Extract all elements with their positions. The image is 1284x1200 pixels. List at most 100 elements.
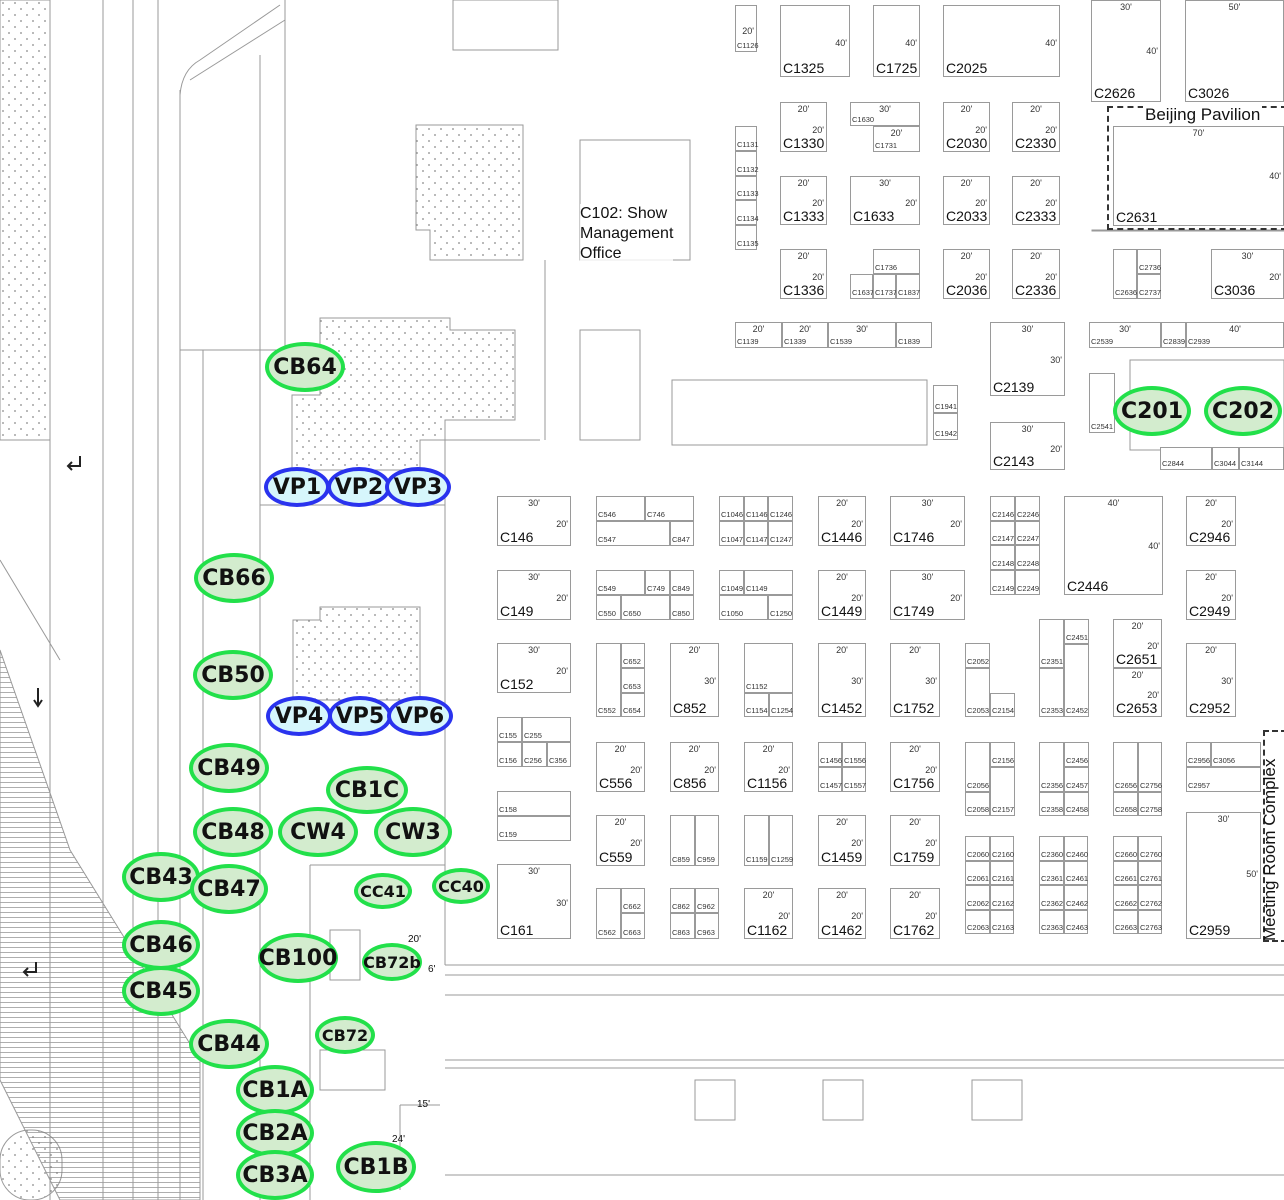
booth-c2460[interactable]: C2460 — [1064, 836, 1088, 861]
booth-c2763[interactable]: C2763 — [1138, 909, 1162, 934]
booth-c863[interactable]: C863 — [670, 913, 695, 939]
booth-c2146[interactable]: C2146 — [990, 496, 1015, 521]
booth-c2246[interactable]: C2246 — [1015, 496, 1040, 521]
booth-c2249[interactable]: C2249 — [1015, 570, 1040, 595]
booth-c2358[interactable]: C2358 — [1039, 792, 1064, 816]
location-marker-cb100[interactable]: CB100 — [258, 933, 338, 983]
booth-c2162[interactable]: C2162 — [990, 885, 1014, 910]
booth-c1131[interactable]: C1131 — [735, 126, 759, 151]
booth-c653[interactable]: C653 — [621, 668, 645, 693]
booth-c1736[interactable]: C1736 — [873, 249, 920, 274]
booth-c963[interactable]: C963 — [695, 913, 719, 939]
booth-c2063[interactable]: C2063 — [965, 909, 990, 934]
booth-c2353[interactable]: C2353 — [1039, 668, 1064, 717]
booth-c1133[interactable]: C1133 — [735, 176, 759, 200]
booth-c849[interactable]: C849 — [670, 570, 694, 595]
location-marker-cb45[interactable]: CB45 — [122, 966, 200, 1016]
booth-c2758[interactable]: C2758 — [1138, 792, 1162, 816]
booth-c2760[interactable]: C2760 — [1138, 836, 1162, 861]
booth-c746[interactable]: C746 — [645, 496, 694, 521]
location-marker-cb1a[interactable]: CB1A — [236, 1065, 314, 1115]
booth-c2662[interactable]: C2662 — [1113, 885, 1138, 910]
booth-c3056[interactable]: C3056 — [1211, 742, 1261, 767]
booth-c1132[interactable]: C1132 — [735, 151, 759, 176]
booth-c550[interactable]: C550 — [596, 595, 621, 620]
booth-c1049[interactable]: C1049 — [719, 570, 744, 595]
booth-c1152[interactable]: C1152 — [744, 643, 793, 693]
booth-c2062[interactable]: C2062 — [965, 885, 990, 910]
booth-c3044[interactable]: C3044 — [1212, 447, 1239, 470]
booth-c2452[interactable]: C2452 — [1064, 644, 1089, 717]
booth-c1941[interactable]: C1941 — [933, 385, 958, 413]
booth-c155[interactable]: C155 — [497, 717, 522, 742]
booth-c2461[interactable]: C2461 — [1064, 860, 1088, 885]
booth-c1050[interactable]: C1050 — [719, 595, 768, 620]
booth-c859[interactable]: C859 — [670, 815, 695, 866]
booth-c847[interactable]: C847 — [670, 521, 694, 546]
location-marker-cc41[interactable]: CC41 — [354, 873, 412, 909]
booth-c2456[interactable]: C2456 — [1064, 742, 1089, 767]
booth-c1456[interactable]: C1456 — [818, 742, 842, 767]
booth-c3144[interactable]: C3144 — [1239, 447, 1284, 470]
booth-c2147[interactable]: C2147 — [990, 521, 1015, 545]
booth-c1146[interactable]: C1146 — [744, 496, 768, 521]
booth-c356[interactable]: C356 — [547, 742, 571, 767]
location-marker-cb49[interactable]: CB49 — [189, 743, 269, 793]
booth-c1246[interactable]: C1246 — [768, 496, 793, 521]
location-marker-cb2a[interactable]: CB2A — [236, 1109, 314, 1157]
booth-c650[interactable]: C650 — [621, 595, 670, 620]
location-marker-cw4[interactable]: CW4 — [278, 807, 358, 857]
booth-c2737[interactable]: C2737 — [1137, 274, 1161, 299]
booth-c2660[interactable]: C2660 — [1113, 836, 1138, 861]
booth-c2457[interactable]: C2457 — [1064, 767, 1089, 792]
booth-c1942[interactable]: C1942 — [933, 413, 958, 440]
booth-c1047[interactable]: C1047 — [719, 521, 744, 546]
booth-c2163[interactable]: C2163 — [990, 909, 1014, 934]
booth-c2157[interactable]: C2157 — [990, 767, 1015, 816]
booth-c2061[interactable]: C2061 — [965, 860, 990, 885]
location-marker-cb1b[interactable]: CB1B — [336, 1141, 416, 1193]
booth-c547[interactable]: C547 — [596, 521, 670, 546]
location-marker-vp4[interactable]: VP4 — [266, 696, 332, 736]
booth-c2661[interactable]: C2661 — [1113, 860, 1138, 885]
location-marker-cb48[interactable]: CB48 — [193, 807, 273, 857]
location-marker-cb3a[interactable]: CB3A — [236, 1150, 314, 1200]
booth-c2060[interactable]: C2060 — [965, 836, 990, 861]
location-marker-vp3[interactable]: VP3 — [385, 467, 451, 507]
booth-c2458[interactable]: C2458 — [1064, 792, 1089, 816]
booth-c156[interactable]: C156 — [497, 742, 522, 767]
location-marker-cb66[interactable]: CB66 — [194, 553, 274, 603]
location-marker-cb64[interactable]: CB64 — [265, 342, 345, 392]
booth-c562[interactable]: C562 — [596, 888, 621, 939]
location-marker-cw3[interactable]: CW3 — [374, 807, 452, 857]
